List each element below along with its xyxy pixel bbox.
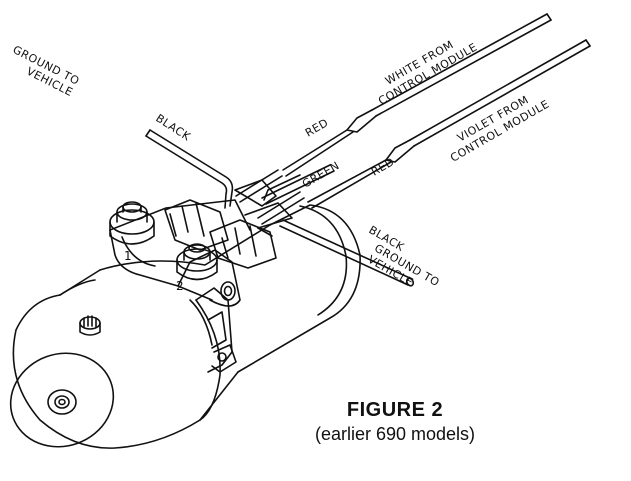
label-red-upper: RED <box>303 116 331 140</box>
figure-subtitle: (earlier 690 models) <box>314 424 476 444</box>
port-1-label: 1 <box>124 249 132 263</box>
white-wire <box>282 13 552 177</box>
motor-body <box>9 204 361 449</box>
violet-wire <box>307 39 591 209</box>
black-ground-wire-left <box>145 129 234 209</box>
label-green: GREEN <box>300 159 342 191</box>
black-ground-wire-right <box>279 219 415 287</box>
label-black-ground-right: BLACK GROUND TO VEHICLE <box>354 223 452 302</box>
valve-block <box>109 169 305 307</box>
label-red-lower: RED <box>369 155 397 179</box>
label-black-left: BLACK <box>153 112 193 144</box>
label-violet-from: VIOLET FROM CONTROL MODULE <box>441 85 551 164</box>
figure-caption: FIGURE 2 (earlier 690 models) <box>300 398 490 446</box>
label-ground-to-vehicle-left: GROUND TO VEHICLE <box>5 43 85 101</box>
labels: GROUND TO VEHICLE BLACK RED WHITE FROM C… <box>5 38 552 302</box>
port-2-label: 2 <box>176 279 184 293</box>
figure-title: FIGURE 2 <box>346 399 444 421</box>
